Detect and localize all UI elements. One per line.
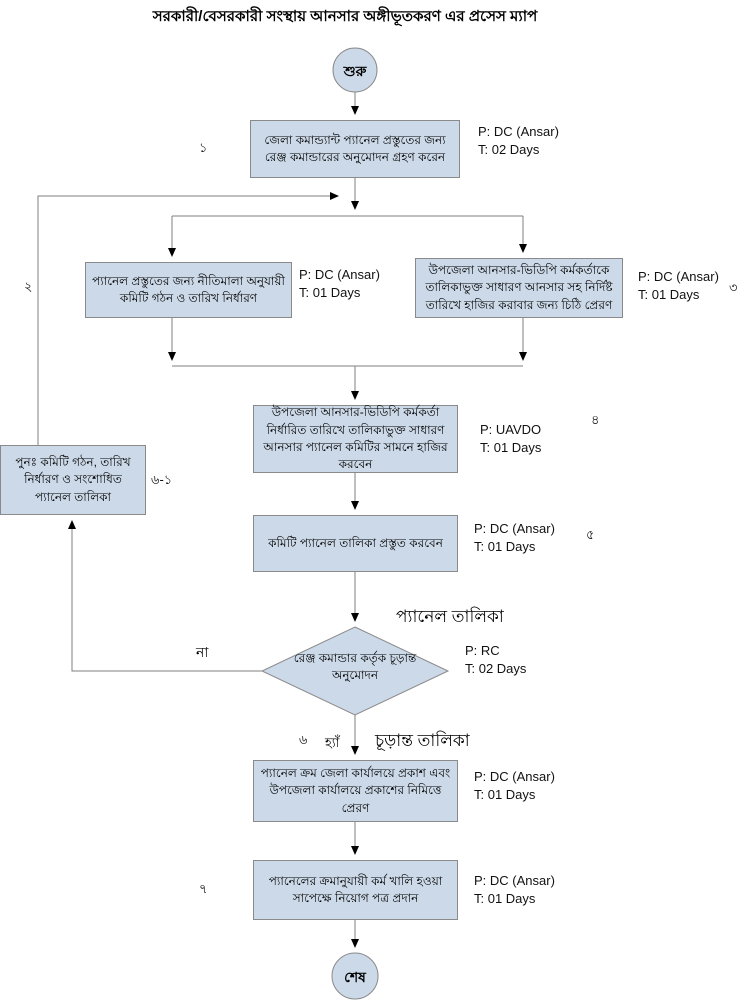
final-list-label: চূড়ান্ত তালিকা [375, 731, 470, 750]
step6-annotation: P: DC (Ansar) T: 01 Days [474, 768, 555, 804]
connector-lines [37, 92, 527, 948]
decision-diamond [260, 626, 450, 716]
step4-box: উপজেলা আনসার-ভিডিপি কর্মকর্তা নির্ধারিত … [253, 405, 458, 473]
step5-annotation: P: DC (Ansar) T: 01 Days [474, 520, 555, 556]
page-title: সরকারী/বেসরকারী সংস্থায় আনসার অঙ্গীভূতক… [152, 8, 538, 25]
step5-number: ৫ [586, 527, 595, 542]
end-label: শেষ [344, 969, 366, 985]
step7-annotation: P: DC (Ansar) T: 01 Days [474, 872, 555, 908]
time-label: T: 02 Days [478, 142, 540, 158]
yes-branch-label: হ্যাঁ [325, 735, 340, 750]
rework-number: ৬-১ [151, 472, 173, 487]
time-label: T: 01 Days [474, 891, 536, 907]
decision-number: ৬ [299, 732, 308, 747]
step2-box: প্যানেল প্রস্তুতের জন্য নীতিমালা অনুযায়… [85, 262, 292, 318]
performer-label: P: RC [465, 643, 500, 658]
time-label: T: 01 Days [299, 285, 361, 301]
time-label: T: 01 Days [480, 440, 542, 456]
performer-label: P: DC (Ansar) [478, 124, 559, 139]
performer-label: P: DC (Ansar) [638, 269, 719, 284]
performer-label: P: DC (Ansar) [474, 873, 555, 888]
connector-no-to-rework [68, 520, 262, 672]
panel-list-label: প্যানেল তালিকা [396, 607, 504, 626]
performer-label: P: DC (Ansar) [299, 267, 380, 282]
step2-number: ২ [24, 279, 33, 294]
step4-annotation: P: UAVDO T: 01 Days [480, 421, 541, 457]
connector-rework-feedback [37, 192, 339, 445]
rework-box: পুনঃ কমিটি গঠন, তারিখ নির্ধারণ ও সংশোধিত… [0, 445, 146, 515]
time-label: T: 02 Days [465, 661, 527, 677]
time-label: T: 01 Days [474, 787, 536, 803]
start-label: শুরু [343, 63, 367, 79]
step1-box: জেলা কমান্ড্যান্ট প্যানেল প্রস্তুতের জন্… [250, 120, 460, 178]
start-terminal-circle [332, 47, 378, 93]
step7-box: প্যানেলের ক্রমানুযায়ী কর্ম খালি হওয়া স… [253, 860, 458, 920]
end-terminal-circle [331, 952, 379, 1000]
performer-label: P: DC (Ansar) [474, 521, 555, 536]
decision-text: রেঞ্জ কমান্ডার কর্তৃক চূড়ান্ত অনুমোদন [293, 651, 417, 683]
time-label: T: 01 Days [474, 539, 536, 555]
step2-annotation: P: DC (Ansar) T: 01 Days [299, 266, 380, 302]
step4-number: ৪ [591, 412, 600, 427]
time-label: T: 01 Days [638, 287, 700, 303]
performer-label: P: DC (Ansar) [474, 769, 555, 784]
step5-box: কমিটি প্যানেল তালিকা প্রস্তুত করবেন [253, 515, 458, 572]
step3-annotation: P: DC (Ansar) T: 01 Days [638, 268, 719, 304]
step7-number: ৭ [199, 881, 208, 896]
step6-box: প্যানেল ক্রম জেলা কার্যালয়ে প্রকাশ এবং … [253, 760, 458, 822]
step1-number: ১ [199, 140, 208, 155]
step3-number: ৩ [729, 280, 738, 295]
step3-box: উপজেলা আনসার-ভিডিপি কর্মকর্তাকে তালিকাভু… [415, 258, 623, 318]
no-branch-label: না [196, 644, 209, 660]
performer-label: P: UAVDO [480, 422, 542, 437]
decision-annotation: P: RC T: 02 Days [465, 642, 526, 678]
step1-annotation: P: DC (Ansar) T: 02 Days [478, 123, 559, 159]
